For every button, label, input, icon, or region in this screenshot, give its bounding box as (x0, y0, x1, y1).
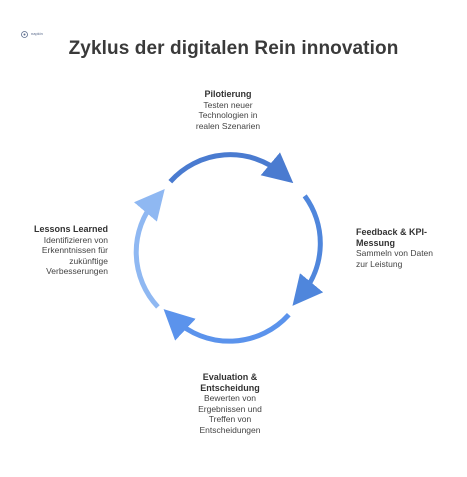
step-feedback-kpi-messung: Feedback & KPI- Messung Sammeln von Date… (356, 227, 456, 269)
step-description-line: Testen neuer (203, 99, 253, 110)
logo-icon (21, 30, 28, 38)
step-lessons-learned: Lessons Learned Identifizieren von Erken… (8, 224, 108, 277)
step-description-line: Technologien in (198, 110, 258, 120)
step-heading: Feedback & KPI- (356, 227, 428, 237)
step-description-line: Bewerten von (204, 393, 256, 403)
step-heading: Evaluation & (202, 372, 258, 382)
step-evaluation-entscheidung: Evaluation & Entscheidung Bewerten von E… (170, 372, 290, 435)
step-description-line: Ergebnissen und (198, 403, 262, 414)
step-heading: Lessons Learned (33, 224, 108, 234)
diagram-title: Zyklus der digitalen Rein innovation (68, 38, 399, 59)
step-description-line: Verbesserungen (46, 266, 108, 276)
step-description-line: zur Leistung (356, 258, 403, 269)
logo-text: napkin (31, 31, 43, 36)
cycle-arrow-evaluation-to-lessons (163, 309, 291, 344)
step-description-line: Entscheidungen (199, 424, 261, 435)
step-description-line: Erkenntnissen für (41, 245, 108, 255)
step-heading: Messung (356, 237, 396, 248)
step-description-line: Sammeln von Daten (356, 248, 434, 258)
step-heading: Entscheidung (200, 382, 260, 393)
step-heading: Pilotierung (204, 89, 252, 99)
step-description-line: Identifizieren von (43, 234, 108, 245)
cycle-arrow-pilot-to-feedback (168, 152, 294, 184)
step-description-line: Treffen von (208, 414, 252, 424)
step-description-line: zukünftige (69, 255, 108, 266)
brand-logo: napkin (20, 29, 54, 39)
step-description-line: realen Szenarien (195, 120, 261, 131)
cycle-arrow-lessons-to-pilot (133, 189, 165, 309)
cycle-arrow-feedback-to-evaluation (292, 194, 324, 306)
step-pilotierung: Pilotierung Testen neuer Technologien in… (168, 89, 288, 131)
